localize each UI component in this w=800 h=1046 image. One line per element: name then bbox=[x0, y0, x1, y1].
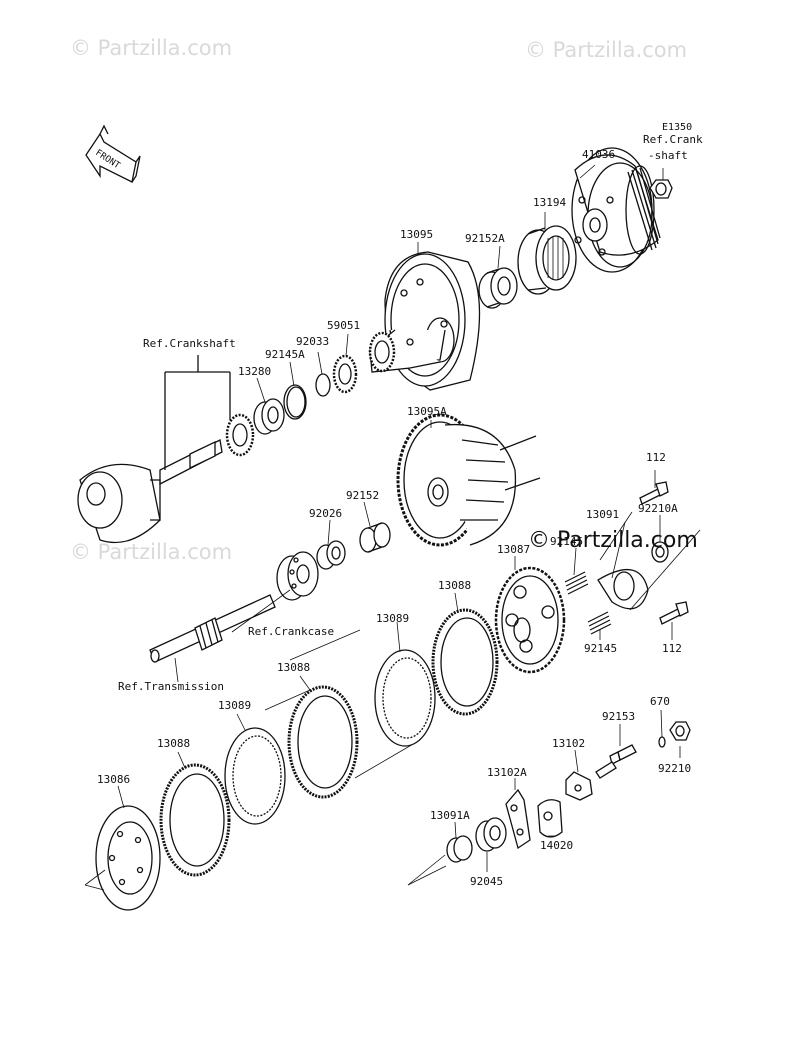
label-13091[interactable]: 13091 bbox=[586, 508, 620, 521]
part-13091-lifter-plate[interactable] bbox=[597, 568, 649, 610]
part-13088-friction-plate-left[interactable] bbox=[159, 763, 231, 877]
part-670-o-ring[interactable] bbox=[658, 736, 666, 748]
bolt-leader-lines bbox=[599, 470, 701, 640]
part-13280-collar[interactable] bbox=[253, 398, 285, 435]
part-92210-nut[interactable] bbox=[669, 721, 691, 741]
label-ref-crank-shaft[interactable]: -shaft bbox=[648, 149, 688, 162]
label-13088-mid[interactable]: 13088 bbox=[277, 661, 311, 674]
part-13095A-clutch-housing-gear[interactable] bbox=[396, 413, 541, 547]
part-13088-friction-plate-top[interactable] bbox=[431, 608, 499, 716]
label-92045[interactable]: 92045 bbox=[470, 875, 504, 888]
ref-crankshaft[interactable] bbox=[77, 413, 255, 544]
label-13102A[interactable]: 13102A bbox=[487, 766, 527, 779]
pointer-lines bbox=[84, 854, 447, 891]
part-112-bolt-top[interactable] bbox=[639, 481, 669, 505]
label-92145-bottom[interactable]: 92145 bbox=[584, 642, 618, 655]
part-13087-clutch-hub[interactable] bbox=[494, 566, 566, 674]
watermark-mid-left: © Partzilla.com bbox=[70, 540, 233, 564]
label-59051[interactable]: 59051 bbox=[327, 319, 361, 332]
label-92145A[interactable]: 92145A bbox=[265, 348, 305, 361]
part-92145-spring-bottom[interactable] bbox=[587, 611, 612, 635]
label-13089-mid[interactable]: 13089 bbox=[376, 612, 410, 625]
watermark-top-left: © Partzilla.com bbox=[70, 36, 233, 60]
label-92145-top[interactable]: 92145 bbox=[550, 535, 584, 548]
label-92026[interactable]: 92026 bbox=[309, 507, 343, 520]
label-13088-top[interactable]: 13088 bbox=[438, 579, 472, 592]
front-arrow-icon: FRONT bbox=[85, 124, 141, 183]
label-13088-left[interactable]: 13088 bbox=[157, 737, 191, 750]
watermark-center: © Partzilla.com bbox=[528, 528, 698, 553]
part-13102A-arm[interactable] bbox=[505, 788, 531, 850]
part-13088-friction-plate-mid[interactable] bbox=[287, 685, 359, 799]
part-92153-bolt[interactable] bbox=[595, 744, 637, 779]
part-41036-clutch-housing[interactable] bbox=[571, 147, 661, 273]
part-59051-gear[interactable] bbox=[368, 331, 396, 373]
watermark-top-right: © Partzilla.com bbox=[525, 38, 688, 62]
label-92152[interactable]: 92152 bbox=[346, 489, 380, 502]
part-92045-bearing[interactable] bbox=[475, 817, 507, 852]
part-13102-lever[interactable] bbox=[565, 771, 593, 801]
label-14020[interactable]: 14020 bbox=[540, 839, 574, 852]
part-13091A-piece[interactable] bbox=[446, 835, 473, 863]
label-13089-left[interactable]: 13089 bbox=[218, 699, 252, 712]
label-92210[interactable]: 92210 bbox=[658, 762, 692, 775]
label-ref-transmission[interactable]: Ref.Transmission bbox=[118, 680, 224, 693]
label-13102[interactable]: 13102 bbox=[552, 737, 586, 750]
part-14020-cover[interactable] bbox=[537, 799, 563, 838]
label-112-bottom[interactable]: 112 bbox=[662, 642, 682, 655]
part-13089-steel-plate-left[interactable] bbox=[224, 727, 286, 825]
label-13194[interactable]: 13194 bbox=[533, 196, 567, 209]
part-13089-steel-plate-mid[interactable] bbox=[374, 649, 436, 747]
ref-crankshaft-nut[interactable] bbox=[649, 179, 673, 199]
part-92026-collar[interactable] bbox=[316, 540, 346, 570]
label-92033[interactable]: 92033 bbox=[296, 335, 330, 348]
label-ref-crankshaft[interactable]: Ref.Crankshaft bbox=[143, 337, 236, 350]
part-13086-friction-plate[interactable] bbox=[95, 805, 161, 911]
part-13194-needle-bearing[interactable] bbox=[517, 225, 577, 295]
label-13086[interactable]: 13086 bbox=[97, 773, 131, 786]
label-13280[interactable]: 13280 bbox=[238, 365, 272, 378]
part-92152A-bushing[interactable] bbox=[478, 267, 518, 309]
label-112-top[interactable]: 112 bbox=[646, 451, 666, 464]
ref-transmission-shaft[interactable] bbox=[149, 594, 276, 663]
guide-lines bbox=[264, 629, 421, 779]
label-92152A[interactable]: 92152A bbox=[465, 232, 505, 245]
part-92033-circlip[interactable] bbox=[315, 373, 331, 397]
label-13095A[interactable]: 13095A bbox=[407, 405, 447, 418]
part-92033-gear[interactable] bbox=[332, 354, 358, 394]
ref-crankshaft-bracket bbox=[164, 355, 231, 470]
label-92153[interactable]: 92153 bbox=[602, 710, 636, 723]
part-92145A-spring[interactable] bbox=[283, 384, 307, 420]
diagram-code: E1350 bbox=[662, 122, 693, 133]
part-92145-spring-top[interactable] bbox=[564, 571, 589, 595]
label-13095[interactable]: 13095 bbox=[400, 228, 434, 241]
part-92152-bushing[interactable] bbox=[359, 522, 391, 553]
label-670[interactable]: 670 bbox=[650, 695, 670, 708]
label-leader-lines bbox=[117, 164, 681, 872]
label-13091A[interactable]: 13091A bbox=[430, 809, 470, 822]
label-92210A[interactable]: 92210A bbox=[638, 502, 678, 515]
label-41036[interactable]: 41036 bbox=[582, 148, 616, 161]
ref-crankcase-bearing[interactable] bbox=[276, 551, 319, 601]
label-13087[interactable]: 13087 bbox=[497, 543, 531, 556]
label-ref-crankcase[interactable]: Ref.Crankcase bbox=[248, 625, 335, 638]
label-ref-crank[interactable]: Ref.Crank bbox=[643, 133, 703, 146]
part-13095-primary-gear[interactable] bbox=[369, 251, 481, 391]
part-112-bolt-bottom[interactable] bbox=[659, 601, 689, 625]
